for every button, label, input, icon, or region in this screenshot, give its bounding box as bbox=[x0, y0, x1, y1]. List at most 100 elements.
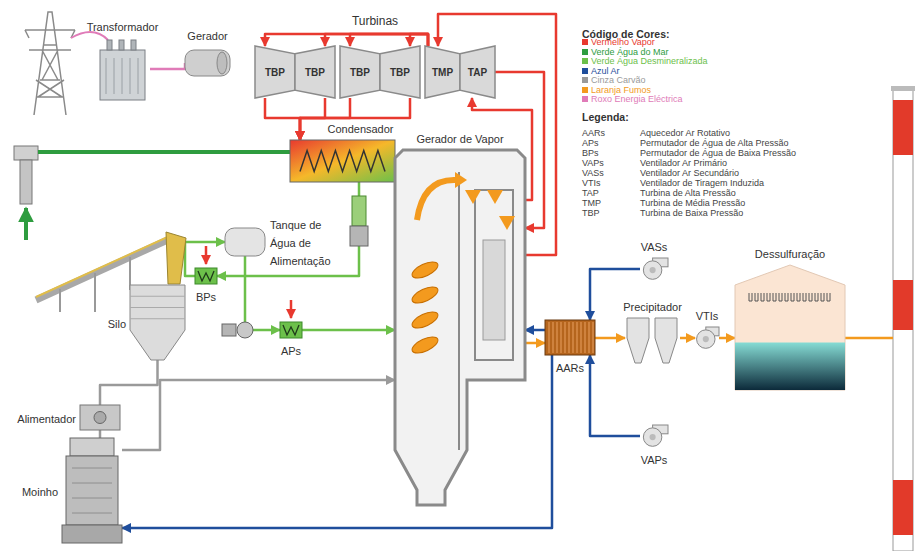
legend-text: Laranja Fumos bbox=[591, 85, 651, 95]
chimney bbox=[891, 86, 915, 551]
component-label: VAPs bbox=[641, 454, 668, 466]
label-holder: Tanque de Água de Alimentação bbox=[270, 215, 344, 269]
flue-to-chimney bbox=[845, 337, 893, 340]
precipitator: Precipitador bbox=[625, 318, 680, 363]
steam-bleed bbox=[290, 300, 293, 318]
desulfurization: Dessulfuração bbox=[735, 265, 845, 390]
label-holder: Condensador bbox=[327, 119, 393, 137]
legend-text: Verde Água do Mar bbox=[591, 47, 669, 57]
legend-cell: AARs bbox=[582, 128, 605, 138]
label-holder: Silo bbox=[108, 314, 126, 332]
component-label: Dessulfuração bbox=[755, 248, 825, 260]
fan-shape bbox=[640, 258, 668, 280]
label-holder: VTIs bbox=[696, 306, 719, 324]
legend-row: Verde Água Desmineralizada bbox=[582, 57, 708, 67]
silo-shape bbox=[130, 285, 185, 360]
legend-cell: Aquecedor Ar Rotativo bbox=[640, 128, 730, 138]
component-label: Turbinas bbox=[352, 14, 398, 28]
label-holder: Código de Cores: bbox=[582, 24, 670, 42]
lp-heater-shape bbox=[195, 268, 217, 284]
component-label: Silo bbox=[108, 318, 126, 330]
flow-line bbox=[595, 337, 625, 340]
legend-swatch bbox=[582, 68, 588, 74]
condenser-shape bbox=[290, 140, 395, 182]
legend-cell: Turbina de Alta Pressão bbox=[640, 188, 736, 198]
flow-line bbox=[325, 34, 428, 46]
label-holder: Transformador bbox=[87, 17, 159, 35]
feeder: Alimentador bbox=[80, 405, 120, 430]
feedwater-tank-shape bbox=[225, 228, 265, 256]
label-holder: Aquecedor Ar Rotativo bbox=[640, 122, 730, 140]
label-holder: TBP bbox=[380, 46, 420, 98]
legend-text: Verde Água Desmineralizada bbox=[591, 56, 708, 66]
legend-swatch bbox=[582, 49, 588, 55]
legend-row: Verde Água do Mar bbox=[582, 48, 708, 58]
label-holder: TBP bbox=[255, 46, 295, 98]
lp-turbine: TBP bbox=[340, 46, 380, 98]
precipitator-shape bbox=[625, 318, 680, 363]
lp-turbine: TBP bbox=[295, 46, 335, 98]
flow-line bbox=[122, 380, 395, 450]
turbine-group: TBPTBPTBPTBPTMPTAPTurbinas bbox=[250, 32, 500, 102]
lp-turbine: TBP bbox=[380, 46, 420, 98]
lp-heater: BPs bbox=[195, 268, 217, 284]
component-label: TBP bbox=[305, 66, 325, 79]
label-holder: Dessulfuração bbox=[755, 244, 825, 262]
label-holder: Alimentador bbox=[17, 409, 76, 427]
steam-bleed bbox=[205, 246, 208, 264]
component-label: APs bbox=[281, 345, 301, 357]
label-holder: TBP bbox=[340, 46, 380, 98]
fan: VASs bbox=[640, 258, 668, 280]
flow-line bbox=[217, 182, 359, 276]
label-holder: TBP bbox=[295, 46, 335, 98]
flow-line bbox=[410, 34, 428, 46]
legend-row: Laranja Fumos bbox=[582, 86, 708, 96]
power-wire bbox=[71, 32, 108, 40]
component-label: TBP bbox=[350, 66, 370, 79]
legend-cell: TAP bbox=[582, 188, 599, 198]
ip-turbine: TMP bbox=[425, 46, 460, 98]
component-label: Moinho bbox=[22, 486, 58, 498]
label-holder: VAPs bbox=[641, 450, 668, 468]
legend-cell: VAPs bbox=[582, 158, 604, 168]
flow-line bbox=[719, 337, 735, 340]
component-label: TMP bbox=[432, 66, 453, 79]
fan: VTIs bbox=[695, 327, 719, 349]
component-label: VASs bbox=[641, 241, 668, 253]
hp-turbine: TAP bbox=[460, 46, 495, 98]
legend-swatch bbox=[582, 96, 588, 102]
component-label: Alimentador bbox=[17, 413, 76, 425]
transformer: Transformador bbox=[95, 38, 150, 100]
lp-turbine: TBP bbox=[255, 46, 295, 98]
legend-text: Roxo Energia Eléctrica bbox=[591, 94, 683, 104]
component-label: BPs bbox=[196, 291, 216, 303]
legend-row: Azul Ar bbox=[582, 67, 708, 77]
condensate-pump bbox=[350, 196, 368, 246]
legend-cell: TMP bbox=[582, 198, 601, 208]
label-holder: AARs bbox=[582, 122, 605, 140]
label-holder: TAP bbox=[460, 46, 495, 98]
flow-line bbox=[265, 98, 300, 140]
flow-line bbox=[265, 34, 428, 46]
flow-line bbox=[590, 355, 640, 436]
steam-generator: Gerador de Vapor bbox=[395, 150, 525, 505]
label-holder: Moinho bbox=[22, 482, 58, 500]
component-label: Precipitador bbox=[623, 301, 682, 313]
legend-row: Roxo Energia Eléctrica bbox=[582, 95, 708, 105]
desulfurization-shape bbox=[735, 265, 845, 390]
label-holder: Turbinas bbox=[352, 11, 398, 29]
label-holder: Legenda: bbox=[582, 107, 629, 125]
steam-generator-shape bbox=[395, 150, 525, 505]
transformer-shape bbox=[95, 38, 150, 100]
component-label: AARs bbox=[556, 362, 584, 374]
hp-heater: APs bbox=[280, 322, 302, 338]
component-label: Gerador bbox=[187, 30, 227, 42]
generator: Gerador bbox=[185, 47, 230, 79]
label-holder: AARs bbox=[556, 358, 584, 376]
flow-line bbox=[150, 63, 185, 69]
label-holder: Gerador de Vapor bbox=[416, 129, 503, 147]
legend-cell: Ventilador de Tiragem Induzida bbox=[640, 178, 764, 188]
legend-cell: TBP bbox=[582, 208, 600, 218]
